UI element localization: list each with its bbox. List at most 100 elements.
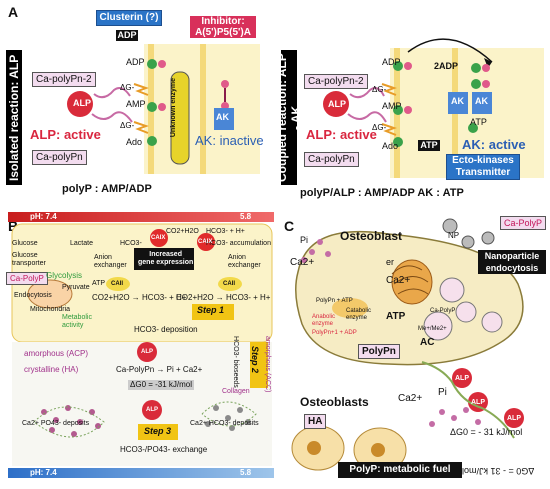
osteoblast-label: Osteoblast bbox=[340, 229, 403, 243]
hco3-accumulation-label: HCO3- accumulation bbox=[206, 240, 271, 247]
ac-label: AC bbox=[420, 337, 435, 348]
ak-circle-right-1: AK bbox=[451, 96, 464, 106]
polyp-atp-label: PolyPn + ATP bbox=[316, 298, 353, 304]
increased-gene-expression: Increased gene expression bbox=[138, 251, 194, 266]
caix-2-label: CAIX bbox=[198, 239, 213, 245]
amorphous-acp-label: amorphous (ACP) bbox=[24, 349, 89, 358]
alp-circle-right: ALP bbox=[328, 99, 346, 109]
ca2-c-bottom-label: Ca2+ bbox=[398, 393, 423, 404]
metabolic-fuel-box: PolyP: metabolic fuel bbox=[338, 462, 462, 478]
alp-b-2: ALP bbox=[146, 407, 158, 413]
polyp-n-left: Ca-polyPn bbox=[32, 150, 87, 165]
metabolic-activity-label: Metabolic activity bbox=[62, 314, 92, 329]
panel-b-cell bbox=[4, 212, 276, 482]
ak-inactive-label: AK: inactive bbox=[195, 133, 264, 148]
panel-c-cell bbox=[282, 212, 546, 484]
hco3-deposition-label: HCO3- deposition bbox=[134, 325, 198, 334]
ecto-kinases-box: Ecto-kinases Transmitter bbox=[446, 154, 520, 180]
isolated-reaction-label: Isolated reaction: ALP bbox=[6, 50, 22, 185]
step-3-label: Step 3 bbox=[144, 426, 172, 436]
nanoparticle-endocytosis-box: Nanoparticle endocytosis bbox=[478, 250, 546, 274]
ado-label-right: Ado bbox=[382, 141, 399, 151]
ado-label-left: Ado bbox=[126, 137, 143, 147]
dg-b-label: ΔG0 = -31 kJ/mol bbox=[128, 380, 195, 390]
hco3-po4-exchange-label: HCO3-/PO43- exchange bbox=[120, 445, 208, 454]
amp-label-left: AMP bbox=[126, 99, 146, 109]
dg-c-label: ΔG0 = - 31 kJ/mol bbox=[450, 427, 523, 437]
hco3-h-top-label: HCO3- + H+ bbox=[206, 228, 245, 235]
np-label: NP bbox=[448, 231, 460, 240]
lactate-label: Lactate bbox=[70, 240, 93, 247]
alp-b-1: ALP bbox=[141, 349, 153, 355]
hco3-bioseeds-label: HCO3- bioseeds bbox=[232, 336, 239, 388]
panel-b-label: B bbox=[8, 218, 19, 234]
hco3-top-label: HCO3- bbox=[120, 240, 142, 247]
atp-label-right: ATP bbox=[470, 117, 487, 127]
anion-exchanger-1: Anion exchanger bbox=[94, 254, 127, 269]
dg-c-mirror-label: ΔG0 = - 31 kJ/mol bbox=[462, 466, 535, 476]
panel-a-label: A bbox=[8, 4, 19, 20]
polyp-n2-right: Ca-polyPn-2 bbox=[304, 74, 368, 89]
pi-c-label: Pi bbox=[300, 235, 309, 245]
alp-c-1: ALP bbox=[455, 375, 469, 382]
anion-exchanger-2: Anion exchanger bbox=[228, 254, 261, 269]
caption-a-left: polyP : AMP/ADP bbox=[62, 183, 152, 195]
ca-po4-deposits-label: Ca2+ PO43- deposits bbox=[22, 420, 90, 427]
inhibitor-box: Inhibitor: A(5')P5(5')A bbox=[190, 16, 256, 38]
alp-active-right: ALP: active bbox=[306, 127, 377, 142]
me-label: Me+/Me2+ bbox=[418, 326, 447, 332]
unknown-enzyme-label: Unknown enzyme bbox=[170, 78, 177, 138]
alp-c-2: ALP bbox=[471, 399, 485, 406]
reaction-3-label: Ca-PolyPn → Pi + Ca2+ bbox=[116, 365, 203, 374]
panel-c-label: C bbox=[284, 218, 295, 234]
caii-1-label: CAII bbox=[111, 281, 123, 287]
ph-bottom-label: pH: 7.4 bbox=[30, 468, 57, 477]
dg1-left: ΔG- bbox=[120, 83, 135, 92]
dg1-right: ΔG- bbox=[372, 85, 387, 94]
osteoblasts-label: Osteoblasts bbox=[300, 395, 369, 409]
mitochondria-label: Mitochondria bbox=[30, 306, 71, 313]
co2-h2o-label: CO2+H2O bbox=[166, 228, 199, 235]
atp-box-right: ATP bbox=[418, 140, 440, 151]
step-2-label: Step 2 bbox=[250, 346, 260, 374]
two-adp-label: 2ADP bbox=[434, 61, 459, 71]
ca-polyp-b-box: Ca-PolyP bbox=[6, 272, 48, 285]
ph-top-right-label: 5.8 bbox=[240, 212, 252, 221]
pi-c-2-label: Pi bbox=[438, 387, 447, 398]
caption-a-right: polyP/ALP : AMP/ADP AK : ATP bbox=[300, 187, 464, 199]
glucose-transporter-label: Glucose transporter bbox=[12, 252, 46, 267]
glycolysis-label: Glycolysis bbox=[46, 271, 83, 280]
alp-c-3: ALP bbox=[507, 415, 521, 422]
ca-polyp-inner-label: Ca-PolyP bbox=[430, 308, 456, 314]
polyp-adp-label: PolyPn+1 + ADP bbox=[312, 330, 357, 336]
ph-bottom-right-label: 5.8 bbox=[240, 468, 252, 477]
adp-label-left: ADP bbox=[126, 57, 145, 67]
ca2-er-label: Ca2+ bbox=[386, 275, 411, 286]
ak-circle-right-2: AK bbox=[475, 96, 488, 106]
ak-active-label: AK: active bbox=[462, 137, 526, 152]
ca-hco3-deposits-label: Ca2+ HCO3- deposits bbox=[190, 420, 259, 427]
ca2-c-label: Ca2+ bbox=[290, 257, 315, 268]
coupled-reaction-label: Coupled reaction: ALP - AK bbox=[275, 50, 303, 185]
atp-c-label: ATP bbox=[386, 311, 406, 322]
er-label: er bbox=[386, 257, 395, 267]
polyp-n-right: Ca-polyPn bbox=[304, 152, 359, 167]
adp-label-right: ADP bbox=[382, 57, 401, 67]
crystalline-ha-label: crystalline (HA) bbox=[24, 365, 79, 374]
catabolic-enzyme-label: Catabolic enzyme bbox=[346, 308, 372, 321]
endocytosis-label: Endocytosis bbox=[14, 292, 52, 299]
ca-polyp-c-box: Ca-PolyP bbox=[500, 216, 547, 230]
alp-circle-left: ALP bbox=[73, 98, 91, 108]
ak-circle-left: AK bbox=[216, 112, 229, 122]
dg2-left: ΔG- bbox=[120, 121, 135, 130]
polypn-c-box: PolyPn bbox=[358, 344, 400, 359]
ph-top-label: pH: 7.4 bbox=[30, 212, 57, 221]
polyp-n2-left: Ca-polyPn-2 bbox=[32, 72, 96, 87]
reaction-1-label: CO2+H2O → HCO3- + H+ bbox=[92, 293, 187, 302]
step-1-label: Step 1 bbox=[197, 305, 225, 315]
atp-b-label: ATP bbox=[92, 280, 106, 287]
collagen-label: Collagen bbox=[222, 388, 250, 395]
glucose-label: Glucose bbox=[12, 240, 38, 247]
reaction-2-label: CO2+H2O → HCO3- + H+ bbox=[176, 293, 271, 302]
caix-1-label: CAIX bbox=[151, 235, 166, 241]
